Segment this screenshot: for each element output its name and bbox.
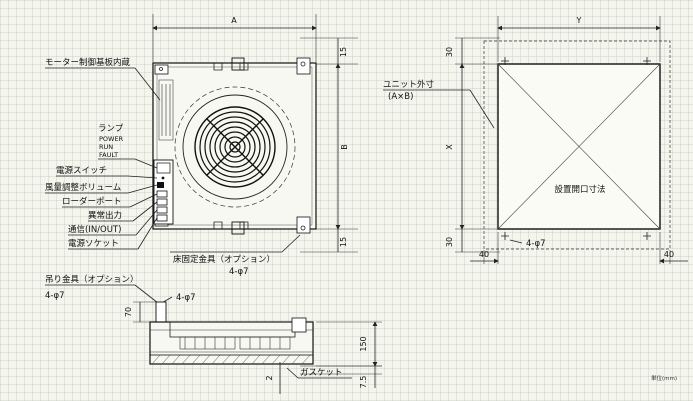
dim-2: 2: [265, 375, 274, 380]
dim-40-right: 40: [664, 250, 674, 259]
control-panel: [153, 159, 174, 225]
floor-bracket-label: 床固定金具（オプション）: [173, 254, 275, 265]
callout-air-volume: 風量調整ボリューム: [45, 182, 121, 193]
callout-power-socket: 電源ソケット: [68, 239, 119, 249]
top-view: A 15 B 15: [152, 14, 358, 277]
dim-15-bottom: 15: [339, 237, 348, 247]
side-hole-note: 4-φ7: [176, 293, 196, 303]
unit-outer-axb: (A×B): [388, 92, 413, 102]
dim-15-top: 15: [339, 47, 348, 57]
dim-x: X: [445, 144, 454, 150]
corner-holes: [501, 57, 651, 240]
callout-lamp-run: RUN: [99, 143, 113, 151]
callout-abnormal-output: 異常出力: [88, 210, 122, 221]
dim-30-top: 30: [445, 47, 454, 57]
dim-a: A: [231, 16, 237, 25]
callout-lamp-power: POWER: [99, 135, 124, 143]
dim-b: B: [340, 144, 349, 150]
dim-150: 150: [359, 336, 368, 351]
top-hole-note: 4-φ7: [229, 267, 249, 277]
callout-lamp-fault: FAULT: [99, 151, 118, 159]
dim-70: 70: [124, 307, 133, 317]
opening-view: Y 30 X 30 設置開口寸法 ユニット外寸 (A×B): [383, 16, 688, 264]
callout-lamp: ランプ: [98, 124, 124, 134]
dim-y: Y: [576, 16, 582, 25]
gasket-label: ガスケット: [300, 367, 343, 378]
side-view: 吊り金具（オプション） 4-φ7 4-φ7 70: [45, 274, 382, 394]
unit-outline: [483, 40, 671, 250]
callout-comm: 通信(IN/OUT): [68, 224, 121, 235]
unit-note: 単位(mm): [651, 374, 677, 382]
callout-motor-board: モーター制御基板内蔵: [45, 57, 131, 68]
callouts: モーター制御基板内蔵 ランプ POWER RUN FAULT 電源スイッチ 風量…: [45, 57, 161, 250]
side-body: [149, 321, 314, 365]
dim-40-left: 40: [479, 250, 489, 259]
dim-75: 7.5: [359, 376, 368, 389]
fan-guard: [194, 106, 276, 188]
callout-loader-port: ローダーポート: [62, 196, 122, 207]
unit-outer-label: ユニット外寸: [383, 79, 435, 90]
dim-30-bottom: 30: [445, 237, 454, 247]
opening-label: 設置開口寸法: [554, 184, 605, 195]
opening-hole-note: 4-φ7: [526, 239, 546, 249]
hanger-label: 吊り金具（オプション）: [45, 274, 139, 285]
callout-power-switch: 電源スイッチ: [56, 166, 107, 176]
hanger-hole-note: 4-φ7: [45, 291, 65, 301]
